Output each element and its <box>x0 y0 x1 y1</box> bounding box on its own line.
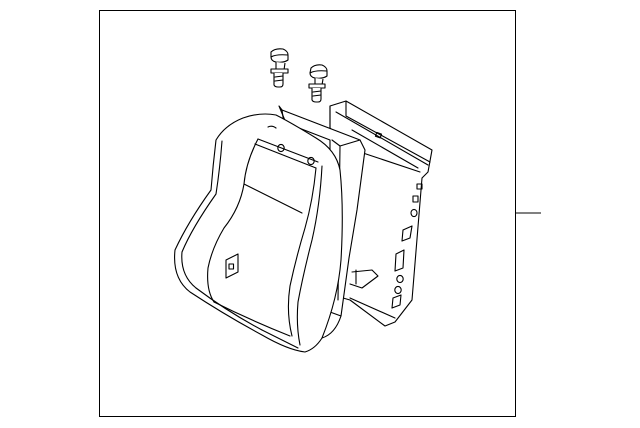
seat-back-cushion <box>174 113 343 353</box>
bolt <box>308 64 328 103</box>
bolt <box>270 48 289 88</box>
